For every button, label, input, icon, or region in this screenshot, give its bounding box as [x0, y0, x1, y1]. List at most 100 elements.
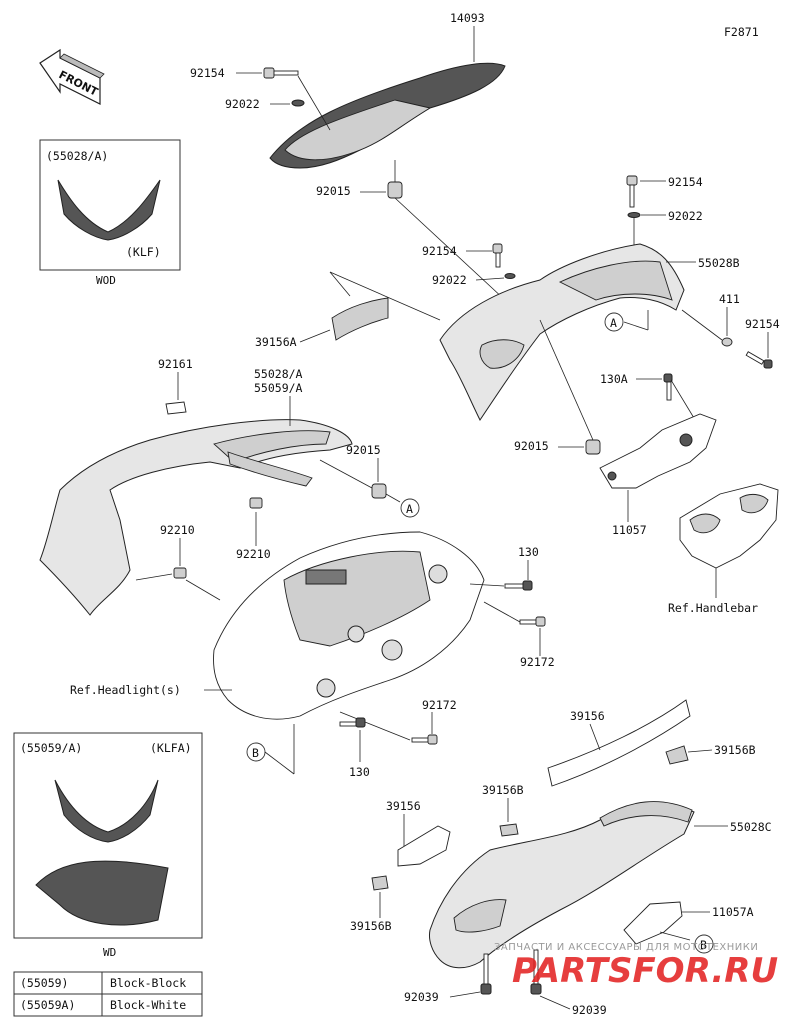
washer-92022-mid[interactable] [504, 273, 516, 279]
part-label-92172-r: 92172 [520, 655, 555, 669]
headlight-assembly [213, 531, 485, 720]
part-label-11057: 11057 [612, 523, 647, 537]
washer-92022-top[interactable] [291, 99, 305, 107]
callout-a-upper-label: A [610, 316, 617, 330]
washer-92022-right-upper[interactable] [627, 212, 641, 218]
part-label-92022-top: 92022 [225, 97, 260, 111]
inset-bottom-variant: (KLFA) [150, 741, 192, 755]
inset-side-cowl-wd [35, 860, 169, 926]
part-14093-cover[interactable] [269, 62, 506, 169]
part-label-39156-l: 39156 [386, 799, 421, 813]
inset-bottom-code: (55059/A) [20, 741, 82, 755]
part-label-92210-l: 92210 [160, 523, 195, 537]
part-label-39156B-r: 39156B [714, 743, 756, 757]
part-label-55028C: 55028C [730, 820, 772, 834]
part-label-92022-r1: 92022 [668, 209, 703, 223]
part-label-11057A: 11057A [712, 905, 754, 919]
callout-b-right-label: B [700, 938, 707, 952]
watermark: ЗАПЧАСТИ И АКСЕССУАРЫ ДЛЯ МОТОТЕХНИКИ PA… [494, 942, 778, 991]
color-code-2: (55059A) [20, 998, 75, 1012]
part-label-55059-a: 55059/A [254, 381, 303, 395]
watermark-logo: PARTSFOR.RU [512, 951, 778, 991]
inset-top-code: (55028/A) [46, 149, 108, 163]
bracket-11057[interactable] [599, 413, 717, 489]
bolt-130-right[interactable] [504, 580, 533, 591]
bolt-130-bottom[interactable] [339, 717, 366, 728]
part-label-39156A: 39156A [255, 335, 297, 349]
washer-411[interactable] [721, 337, 733, 347]
inset-top-caption: WOD [96, 274, 116, 287]
part-39156-small[interactable] [397, 825, 451, 867]
grommet-92015-top[interactable] [387, 181, 403, 199]
callout-b-left-label: B [252, 746, 259, 760]
part-label-55028-a: 55028/A [254, 367, 303, 381]
callout-a-mid [400, 498, 420, 518]
screw-92039-left[interactable] [480, 953, 492, 995]
color-code-1: (55059) [20, 976, 68, 990]
inset-top-variant: (KLF) [126, 245, 161, 259]
clip-92210-left[interactable] [173, 567, 187, 579]
pad-39156B-center[interactable] [499, 823, 519, 837]
callout-b-right [694, 934, 714, 954]
grommet-92015-mid[interactable] [371, 483, 387, 499]
clip-92210-mid[interactable] [249, 497, 263, 509]
inset-cowl-upper [57, 179, 161, 241]
pad-92161[interactable] [165, 401, 187, 415]
grommet-92015-right[interactable] [585, 439, 601, 455]
part-label-130-r: 130 [518, 545, 539, 559]
part-55028C-lower-cowl[interactable] [429, 801, 695, 969]
screw-92172-bottom[interactable] [411, 734, 438, 745]
part-label-92154-top: 92154 [190, 66, 225, 80]
bolt-92154-top[interactable] [263, 67, 299, 79]
bolt-92154-right-lower[interactable] [745, 351, 773, 369]
part-label-92022-mid: 92022 [432, 273, 467, 287]
part-55028-55059-cowl[interactable] [39, 419, 353, 616]
figure-code: F2871 [724, 25, 759, 39]
callout-a-upper [604, 312, 624, 332]
part-label-130A: 130A [600, 372, 628, 386]
inset-cowl-wd [54, 779, 159, 843]
part-label-92039-l: 92039 [404, 990, 439, 1004]
part-label-92172-b: 92172 [422, 698, 457, 712]
screw-92039-right[interactable] [530, 949, 542, 995]
bolt-130A[interactable] [663, 373, 673, 401]
bolt-92154-right-upper[interactable] [626, 175, 638, 208]
part-label-39156B-l: 39156B [350, 919, 392, 933]
part-label-92015-r: 92015 [514, 439, 549, 453]
screw-92172-right[interactable] [519, 616, 546, 627]
color-table: (55059) Block-Block (55059A) Block-White [13, 971, 203, 1017]
inset-wd: (55059/A) (KLFA) WD [13, 732, 203, 959]
inset-bottom-caption: WD [103, 946, 116, 959]
part-label-92154-r1: 92154 [668, 175, 703, 189]
part-label-39156: 39156 [570, 709, 605, 723]
part-label-14093: 14093 [450, 11, 485, 25]
part-label-92210-m: 92210 [236, 547, 271, 561]
bolt-92154-mid[interactable] [492, 243, 503, 268]
part-39156A-strip[interactable] [331, 297, 389, 341]
pad-39156B-left[interactable] [371, 875, 389, 891]
pad-39156B-right[interactable] [665, 745, 689, 765]
part-label-92161: 92161 [158, 357, 193, 371]
part-label-92015-mid: 92015 [346, 443, 381, 457]
watermark-tagline: ЗАПЧАСТИ И АКСЕССУАРЫ ДЛЯ МОТОТЕХНИКИ [494, 942, 758, 953]
part-label-92039-r: 92039 [572, 1003, 607, 1017]
callout-a-mid-label: A [406, 502, 413, 516]
color-name-2: Block-White [110, 998, 186, 1012]
part-label-55028B: 55028B [698, 256, 740, 270]
part-label-92015-top: 92015 [316, 184, 351, 198]
inset-wod: (55028/A) (KLF) WOD [39, 139, 181, 287]
ref-handlebar-label: Ref.Handlebar [668, 601, 758, 615]
part-label-411: 411 [719, 292, 740, 306]
part-55028B-upper-cowl[interactable] [439, 243, 685, 421]
part-label-39156B-c: 39156B [482, 783, 524, 797]
part-label-92154-r2: 92154 [745, 317, 780, 331]
handlebar-holder [679, 483, 779, 569]
front-arrow-icon: FRONT [39, 48, 105, 105]
ref-headlight-label: Ref.Headlight(s) [70, 683, 181, 697]
part-label-130-b: 130 [349, 765, 370, 779]
color-name-1: Block-Block [110, 976, 186, 990]
part-label-92154-mid: 92154 [422, 244, 457, 258]
bracket-11057A[interactable] [623, 901, 683, 945]
